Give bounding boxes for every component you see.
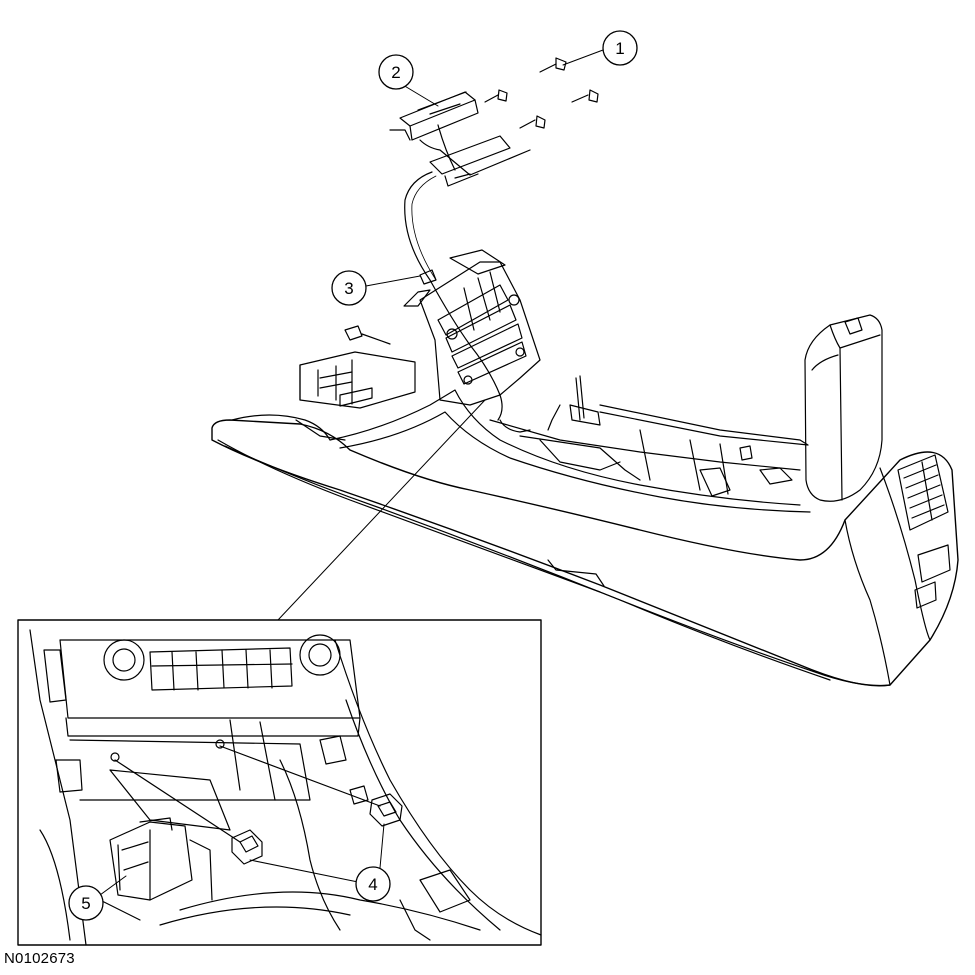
svg-text:2: 2 <box>391 63 400 82</box>
svg-text:1: 1 <box>615 39 624 58</box>
center-stack <box>403 249 541 406</box>
detail-inset <box>17 619 542 946</box>
floor-console <box>211 249 959 687</box>
module-harness <box>404 171 503 421</box>
module-bracket <box>389 91 531 187</box>
figure-id: N0102673 <box>4 950 75 967</box>
svg-text:5: 5 <box>81 894 90 913</box>
callout-4: 4 <box>355 866 391 902</box>
armrest <box>804 314 883 502</box>
callout-3: 3 <box>331 270 367 306</box>
clip-fasteners <box>344 269 437 345</box>
svg-text:4: 4 <box>368 875 377 894</box>
svg-text:3: 3 <box>344 279 353 298</box>
callout-2: 2 <box>378 54 414 90</box>
rear-vent <box>897 454 949 531</box>
nut-fasteners <box>484 57 599 129</box>
callout-5: 5 <box>68 885 104 921</box>
callout-1: 1 <box>602 30 638 66</box>
